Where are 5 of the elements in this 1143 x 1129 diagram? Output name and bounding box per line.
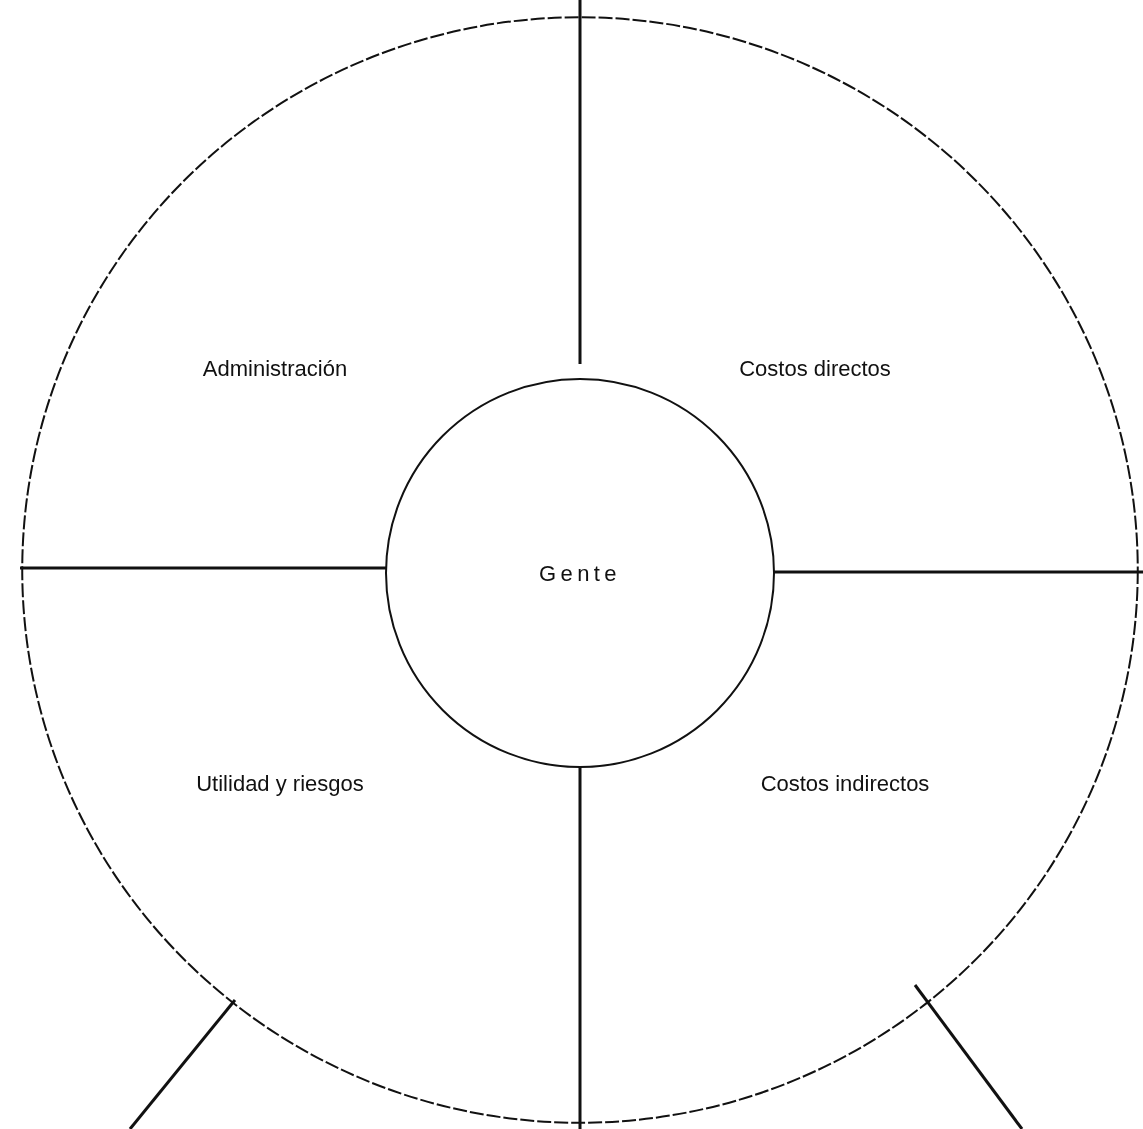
center-label: Gente bbox=[539, 559, 621, 588]
quadrant-label: Costos directos bbox=[739, 354, 891, 383]
quadrant-label: Costos indirectos bbox=[760, 769, 930, 798]
quadrant-label: Administración bbox=[202, 354, 348, 383]
quadrant-label: Utilidad y riesgos bbox=[196, 769, 364, 798]
